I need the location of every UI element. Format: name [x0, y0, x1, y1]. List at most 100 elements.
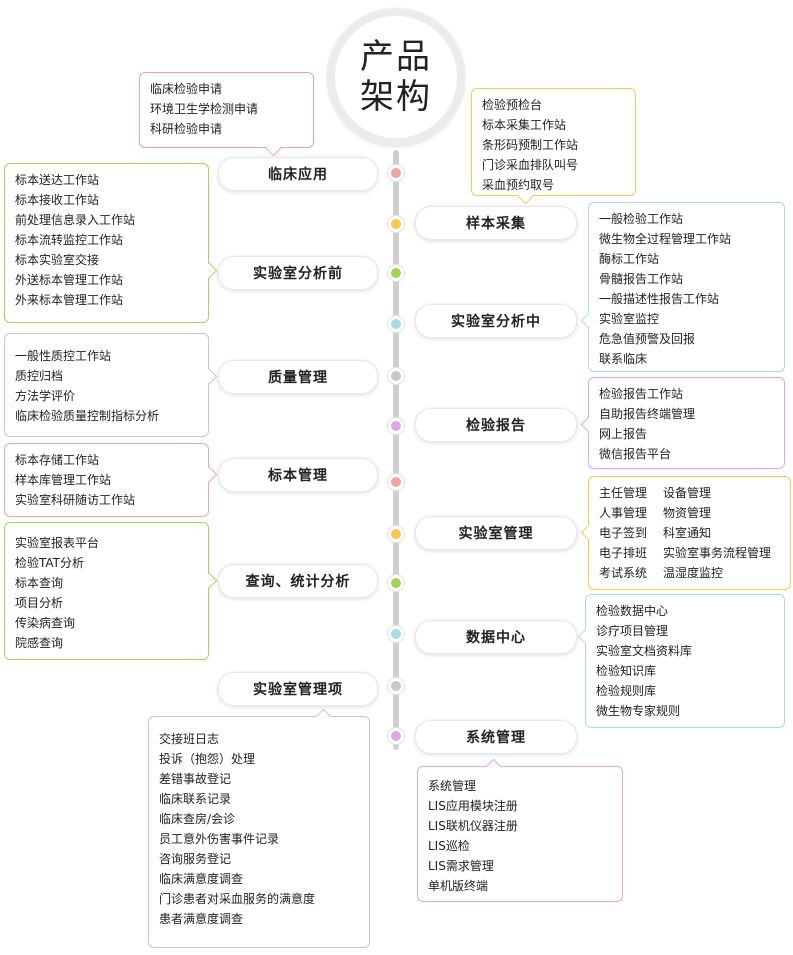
detail-item: 临床满意度调查	[159, 872, 244, 886]
timeline-dot	[388, 626, 404, 642]
detail-box-quality: 一般性质控工作站 质控归档 方法学评价 临床检验质量控制指标分析	[4, 333, 209, 437]
detail-item: 网上报告	[599, 427, 648, 441]
detail-row: 电子排班 实验室事务流程管理	[599, 543, 780, 563]
detail-item: 实验室事务流程管理	[663, 546, 772, 560]
category-label: 样本采集	[415, 206, 577, 240]
detail-item: 电子排班	[599, 546, 648, 560]
detail-item: 交接班日志	[159, 732, 220, 746]
detail-item: 员工意外伤害事件记录	[159, 832, 280, 846]
timeline-spine	[393, 150, 399, 750]
detail-item: 标本采集工作站	[482, 118, 567, 132]
detail-item: 前处理信息录入工作站	[15, 213, 136, 227]
detail-item: 采血预约取号	[482, 178, 555, 192]
detail-item: LIS应用模块注册	[428, 799, 518, 813]
detail-item: 考试系统	[599, 566, 648, 580]
category-label: 质量管理	[218, 360, 378, 394]
title-circle: 产品架构	[327, 8, 465, 146]
detail-item: 自助报告终端管理	[599, 407, 696, 421]
category-label: 标本管理	[218, 458, 378, 492]
detail-item: LIS巡检	[428, 839, 470, 853]
detail-box-specimen: 标本存储工作站 样本库管理工作站 实验室科研随访工作站	[4, 443, 209, 517]
timeline-dot	[388, 526, 404, 542]
detail-item: LIS联机仪器注册	[428, 819, 518, 833]
detail-item: 传染病查询	[15, 616, 76, 630]
detail-item: 临床查房/会诊	[159, 812, 236, 826]
detail-item: 临床联系记录	[159, 792, 232, 806]
timeline-dot	[388, 216, 404, 232]
detail-item: 一般检验工作站	[599, 212, 684, 226]
timeline-dot	[388, 575, 404, 591]
timeline-dot	[388, 418, 404, 434]
detail-item: 标本实验室交接	[15, 253, 100, 267]
detail-row: 主任管理 设备管理	[599, 483, 780, 503]
detail-box-sampling: 检验预检台 标本采集工作站 条形码预制工作站 门诊采血排队叫号 采血预约取号	[471, 88, 636, 196]
detail-item: 科研检验申请	[150, 122, 223, 136]
detail-item: 骨髓报告工作站	[599, 272, 684, 286]
detail-item: 检验规则库	[596, 684, 657, 698]
detail-item: 电子签到	[599, 526, 648, 540]
detail-item: 微信报告平台	[599, 447, 672, 461]
detail-item: 患者满意度调查	[159, 912, 244, 926]
detail-item: 标本送达工作站	[15, 173, 100, 187]
detail-item: 检验预检台	[482, 98, 543, 112]
detail-row: 考试系统温湿度监控	[599, 563, 780, 583]
detail-item: 一般性质控工作站	[15, 349, 112, 363]
detail-item: 环境卫生学检测申请	[150, 102, 259, 116]
detail-item: 实验室文档资料库	[596, 644, 693, 658]
diagram-title: 产品架构	[360, 37, 432, 117]
timeline-dot	[388, 678, 404, 694]
detail-item: 标本查询	[15, 576, 64, 590]
detail-box-clinical: 临床检验申请 环境卫生学检测申请 科研检验申请	[139, 72, 314, 148]
detail-box-query: 实验室报表平台 检验TAT分析 标本查询 项目分析 传染病查询 院感查询	[4, 522, 209, 660]
detail-item: 微生物全过程管理工作站	[599, 232, 732, 246]
detail-item: 主任管理	[599, 486, 648, 500]
timeline-dot	[388, 165, 404, 181]
timeline-dot	[388, 728, 404, 744]
detail-item: 单机版终端	[428, 879, 489, 893]
timeline-dot	[388, 265, 404, 281]
detail-box-lab-mgmt: 主任管理 设备管理 人事管理 物资管理 电子签到 科室通知 电子排班 实验室事务流程管理…	[588, 476, 791, 590]
detail-item: 院感查询	[15, 636, 64, 650]
detail-item: 联系临床	[599, 352, 648, 366]
category-label: 实验室管理	[415, 516, 577, 550]
detail-box-in-analysis: 一般检验工作站 微生物全过程管理工作站 酶标工作站 骨髓报告工作站 一般描述性报…	[588, 202, 785, 372]
detail-item: 标本存储工作站	[15, 453, 100, 467]
detail-item: 物资管理	[663, 506, 712, 520]
detail-item: 方法学评价	[15, 389, 76, 403]
detail-item: 科室通知	[663, 526, 712, 540]
category-label: 临床应用	[218, 157, 378, 191]
detail-item: 危急值预警及回报	[599, 332, 696, 346]
category-label: 系统管理	[415, 720, 577, 754]
detail-item: 系统管理	[428, 779, 477, 793]
detail-item: 项目分析	[15, 596, 64, 610]
detail-box-pre-analysis: 标本送达工作站 标本接收工作站 前处理信息录入工作站 标本流转监控工作站 标本实…	[4, 163, 209, 323]
detail-item: 诊疗项目管理	[596, 624, 669, 638]
detail-item: 人事管理	[599, 506, 648, 520]
category-label: 实验室管理项	[218, 672, 378, 706]
detail-item: 检验数据中心	[596, 604, 669, 618]
detail-item: 投诉（抱怨）处理	[159, 752, 256, 766]
detail-item: 门诊患者对采血服务的满意度	[159, 892, 316, 906]
detail-item: 标本流转监控工作站	[15, 233, 124, 247]
detail-item: 一般描述性报告工作站	[599, 292, 720, 306]
detail-box-system: 系统管理 LIS应用模块注册 LIS联机仪器注册 LIS巡检 LIS需求管理 单…	[417, 766, 623, 902]
detail-box-report: 检验报告工作站 自助报告终端管理 网上报告 微信报告平台	[588, 377, 785, 469]
detail-item: LIS需求管理	[428, 859, 494, 873]
category-label: 实验室分析前	[218, 256, 378, 290]
detail-item: 酶标工作站	[599, 252, 660, 266]
detail-row: 人事管理 物资管理	[599, 503, 780, 523]
detail-item: 样本库管理工作站	[15, 473, 112, 487]
category-label: 实验室分析中	[415, 304, 577, 338]
detail-item: 门诊采血排队叫号	[482, 158, 579, 172]
detail-item: 标本接收工作站	[15, 193, 100, 207]
detail-item: 微生物专家规则	[596, 704, 681, 718]
timeline-dot	[388, 474, 404, 490]
detail-item: 设备管理	[663, 486, 712, 500]
detail-item: 实验室科研随访工作站	[15, 493, 136, 507]
detail-item: 实验室监控	[599, 312, 660, 326]
timeline-dot	[388, 316, 404, 332]
detail-item: 外送标本管理工作站	[15, 273, 124, 287]
category-label: 数据中心	[415, 620, 577, 654]
detail-item: 差错事故登记	[159, 772, 232, 786]
detail-item: 临床检验申请	[150, 82, 223, 96]
